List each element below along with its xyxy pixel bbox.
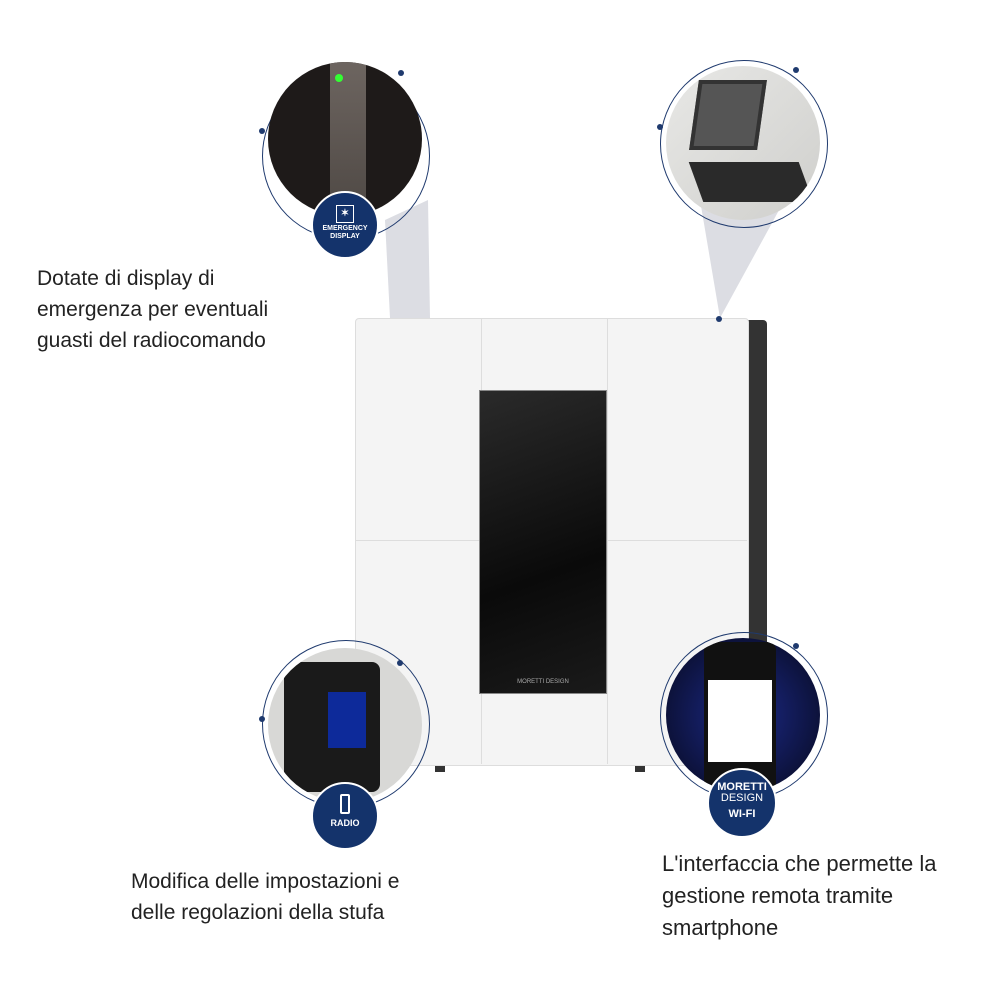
- badge-label: WI-FI: [728, 808, 756, 820]
- radio-remote-photo: [268, 648, 422, 802]
- door-logo: MORETTI DESIGN: [517, 679, 569, 685]
- badge-label: EMERGENCY: [322, 225, 368, 232]
- badge-logo: MORETTI: [717, 781, 767, 793]
- badge-logo: DESIGN: [720, 792, 764, 804]
- display-icon: ✶: [336, 205, 354, 223]
- emergency-display-photo: [268, 62, 422, 216]
- wifi-badge: MORETTI DESIGN WI-FI: [707, 768, 777, 838]
- emergency-display-badge: ✶ EMERGENCY DISPLAY: [311, 191, 379, 259]
- smartphone-app-photo: [666, 638, 820, 792]
- radio-badge: RADIO: [311, 782, 379, 850]
- pellet-hopper-photo: [666, 66, 820, 220]
- callout-ring: [660, 60, 828, 228]
- badge-label: RADIO: [330, 818, 360, 828]
- stove-glass-door: MORETTI DESIGN: [479, 390, 607, 694]
- badge-label: DISPLAY: [330, 233, 360, 240]
- remote-control-icon: [340, 794, 350, 814]
